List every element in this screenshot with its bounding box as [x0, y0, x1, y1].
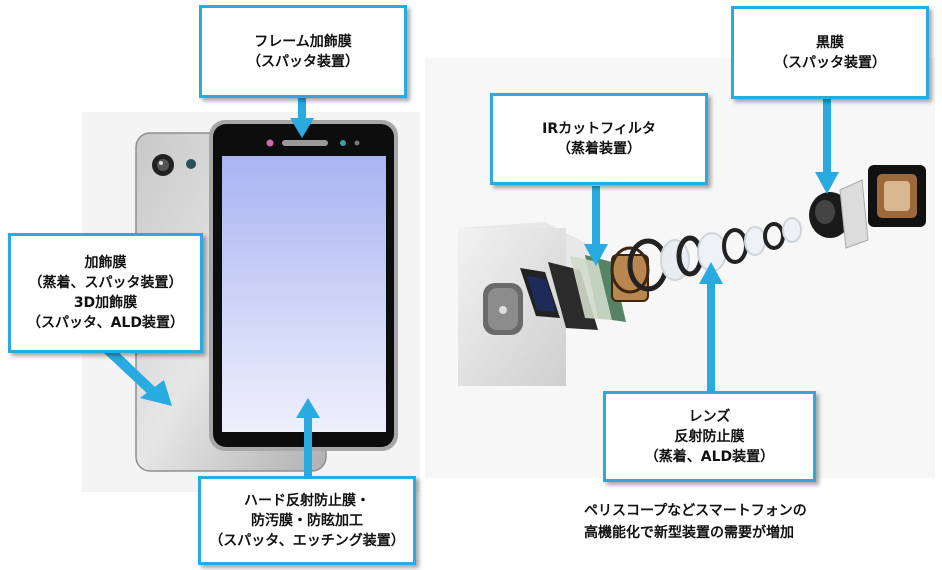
- callout-screen-subtitle: 防汚膜・防眩加工: [251, 512, 363, 529]
- ir-arrow: [584, 186, 608, 266]
- black-arrow: [815, 99, 839, 194]
- callout-black-film: 黒膜 （スパッタ装置）: [731, 6, 929, 99]
- callout-lens-equipment: （蒸着、ALD装置）: [644, 448, 775, 465]
- caption-line-2: 高機能化で新型装置の需要が増加: [584, 525, 794, 541]
- callout-side-3d-title: 3D加飾膜: [73, 295, 138, 311]
- lens-stack-illustration: [610, 217, 802, 302]
- callout-lens-coating: レンズ 反射防止膜 （蒸着、ALD装置）: [603, 391, 816, 482]
- callout-black-title: 黒膜: [816, 34, 844, 51]
- callout-ir-equipment: （蒸着装置）: [557, 141, 641, 157]
- callout-frame-coating: フレーム加飾膜 （スパッタ装置）: [199, 5, 407, 98]
- diagram-caption: ペリスコープなどスマートフォンの 高機能化で新型装置の需要が増加: [584, 500, 807, 544]
- callout-frame-title: フレーム加飾膜: [254, 33, 352, 50]
- callout-lens-title: レンズ: [688, 408, 731, 425]
- callout-black-equipment: （スパッタ装置）: [774, 54, 886, 71]
- callout-frame-equipment: （スパッタ装置）: [247, 53, 359, 70]
- callout-screen-coating: ハード反射防止膜・ 防汚膜・防眩加工 （スパッタ、エッチング装置）: [198, 476, 416, 565]
- aperture-illustration: [809, 165, 926, 249]
- screen-arrow: [296, 398, 320, 477]
- callout-side-title: 加飾膜: [84, 255, 127, 271]
- callout-screen-equipment: （スパッタ、エッチング装置）: [209, 532, 405, 549]
- callout-lens-subtitle: 反射防止膜: [674, 428, 745, 445]
- callout-side-coating: 加飾膜 （蒸着、スパッタ装置） 3D加飾膜 （スパッタ、ALD装置）: [8, 233, 203, 353]
- camera-module-illustration: [458, 222, 626, 386]
- callout-ir-title: IRカットフィルタ: [542, 121, 656, 137]
- side-arrow: [104, 346, 172, 406]
- frame-arrow: [290, 94, 314, 138]
- caption-line-1: ペリスコープなどスマートフォンの: [584, 503, 807, 519]
- callout-side-equipment: （蒸着、スパッタ装置）: [28, 275, 183, 291]
- callout-side-3d-equipment: （スパッタ、ALD装置）: [27, 315, 184, 331]
- callout-ir-filter: IRカットフィルタ （蒸着装置）: [490, 93, 708, 185]
- lens-arrow: [699, 262, 723, 392]
- phone-front-illustration: [209, 120, 398, 451]
- callout-screen-title: ハード反射防止膜・: [244, 492, 370, 509]
